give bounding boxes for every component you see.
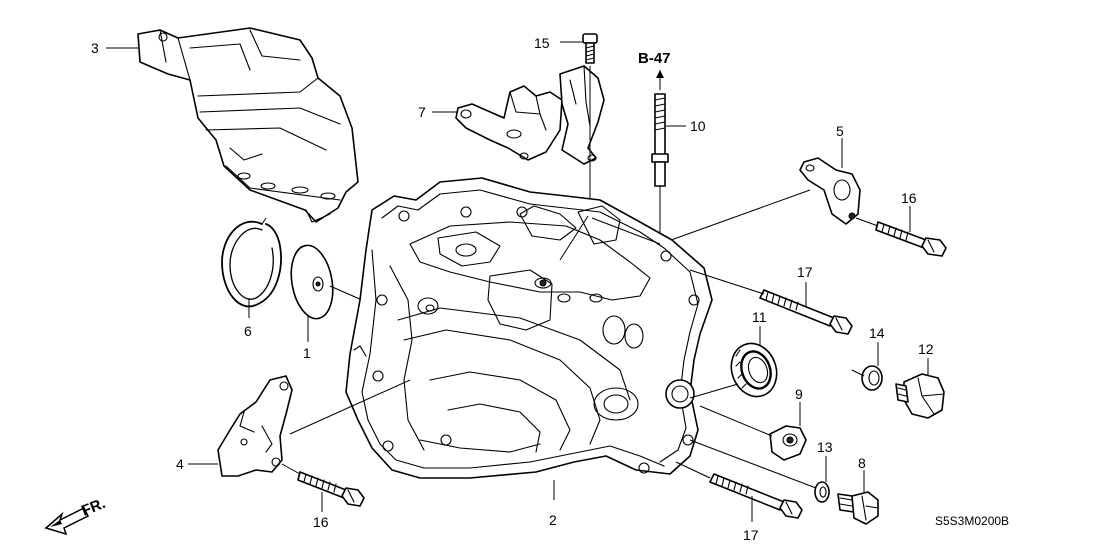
part-10-stud [651,93,669,187]
callout-1: 1 [303,345,311,361]
part-12-plug-bolt [895,373,945,419]
reference-label: B-47 [638,50,671,67]
callout-8: 8 [858,455,866,471]
part-14-washer [861,365,883,391]
callout-10: 10 [690,118,706,134]
callout-15: 15 [534,35,550,51]
callout-17-upper: 17 [797,264,813,280]
part-7-stay [559,65,605,165]
callout-16-lower: 16 [313,514,329,530]
callout-13: 13 [817,439,833,455]
part-11-oil-seal [730,342,778,398]
callout-17-lower: 17 [743,527,759,543]
part-16-upper-bolt [875,221,947,257]
callout-12: 12 [918,341,934,357]
part-16-lower-bolt [297,471,365,507]
callout-2: 2 [549,512,557,528]
callout-6: 6 [244,323,252,339]
callout-4: 4 [176,456,184,472]
callout-11: 11 [752,309,767,325]
reference-arrow-icon [656,70,664,90]
callout-14: 14 [869,325,885,341]
part-9-plug [769,425,807,461]
part-7-bracket [455,85,563,161]
front-direction-label: FR. [79,495,108,520]
part-2-transmission-case [345,177,713,479]
callout-5: 5 [836,123,844,139]
callout-3: 3 [91,40,99,56]
part-15-bolt [582,33,598,64]
part-1-plate [290,244,334,320]
part-5-bracket [799,157,861,225]
diagram-code: S5S3M0200B [935,514,1009,528]
part-3-cover [137,27,359,223]
callout-9: 9 [795,386,803,402]
part-4-bracket [217,375,293,477]
part-13-washer [814,481,830,503]
part-8-plug-bolt [837,491,879,525]
part-17-lower-bolt [709,473,803,519]
front-direction-arrow-icon [44,506,90,536]
callout-7: 7 [418,104,426,120]
part-17-upper-bolt [759,289,853,335]
part-6-snap-ring [221,217,282,308]
callout-16-upper: 16 [901,190,917,206]
